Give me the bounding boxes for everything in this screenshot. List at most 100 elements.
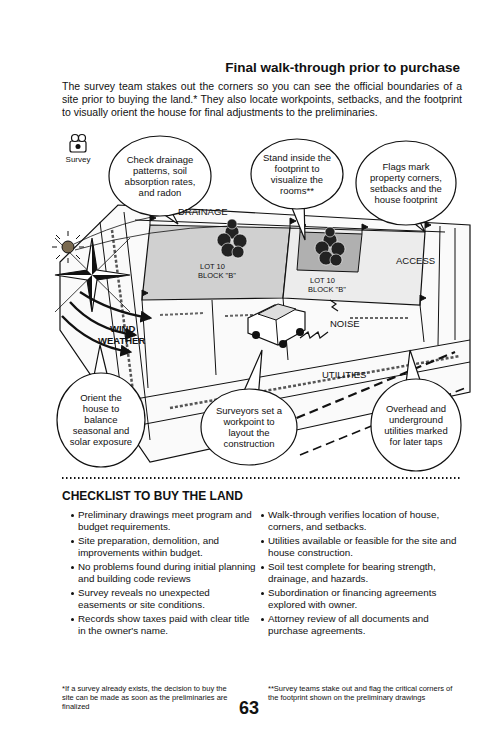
car-wheel [252,331,260,339]
bubble-ellipse [371,379,461,471]
bubble-ellipse [251,139,343,209]
compass [55,238,130,312]
tree-leaves [331,242,345,256]
callout-text: Overhead and underground utilities marke… [382,403,450,447]
camera-icon [70,135,86,153]
bubble-ellipse [356,141,456,225]
bullet-dot [71,592,74,595]
compass-point [92,275,130,280]
checklist-item: Utilities available or feasible for the … [268,535,460,559]
bubble-ellipse [57,373,145,467]
car-roof [258,304,296,320]
compass-point [55,270,92,275]
callout-bubble: Surveyors set a workpoint to layout the … [200,388,298,466]
bullet-dot [261,618,264,621]
plat-lettering [160,313,205,315]
noise-zigzag [300,332,328,338]
text-label: NOISE [330,318,370,329]
lot [142,225,290,300]
car-door [276,320,278,345]
wind-arrow [80,292,150,318]
camera-reel [72,135,79,142]
bullet-dot [71,514,74,517]
callout-text: Flags mark property corners, setbacks an… [368,161,443,205]
checklist-item: Attorney review of all documents and pur… [268,613,460,637]
sun-rays [52,231,84,263]
checklist-item: Walk-through verifies location of house,… [268,509,460,533]
checklist-item: Site preparation, demolition, and improv… [78,535,256,559]
text-label: DRAINAGE [178,206,238,217]
text-label: BLOCK "B" [198,271,248,280]
bubble-text-box: Overhead and underground utilities marke… [382,387,450,462]
lot-line [420,305,424,342]
flag [425,222,431,232]
wind-arrow [62,316,130,352]
bullet-dot [71,618,74,621]
checklist-item: Subordination or financing agreements ex… [268,587,460,611]
camera-body [70,141,86,152]
bubble-text-box: Surveyors set a workpoint to layout the … [213,396,286,458]
tree [315,227,345,266]
text-label: Survey [60,155,96,165]
sun [52,212,230,263]
text-label: 63 [229,697,269,719]
car [248,304,305,348]
bubble-text-box: Stand inside the footprint to visualize … [262,145,332,203]
bullet-dot [261,592,264,595]
flag [362,224,368,234]
checklist-item: Survey reveals no unexpected easements o… [78,587,256,611]
car-wheel [279,340,287,348]
callout-text: Check drainage patterns, soil absorption… [122,154,199,198]
bubble-tails [92,198,425,400]
compass-point [92,238,97,275]
text-label: UTILITIES [322,369,382,380]
text-label: **Survey teams stake out and flag the cr… [268,684,460,702]
bullet-dot [261,514,264,517]
checklist-item: No problems found during initial plannin… [78,561,256,585]
callout-text: Stand inside the footprint to visualize … [262,152,332,196]
text-label: LOT 10 [200,262,240,271]
compass-point [87,275,92,312]
page-title: Final walk-through prior to purchase [150,60,460,76]
text-label: WIND [110,323,150,334]
text-label: *If a survey already exists, the decisio… [62,684,230,711]
tree-leaves [233,234,247,248]
flag [290,218,296,228]
flag [420,295,426,305]
camera-lens [76,144,81,149]
compass-star [55,238,130,312]
text-label: ACCESS [396,255,446,266]
bubble-text-box: Check drainage patterns, soil absorption… [122,143,199,209]
text-label: The survey team stakes out the corners s… [62,80,462,119]
sun-path [75,226,230,250]
tree [217,219,247,258]
callout-bubble: Flags mark property corners, setbacks an… [355,140,457,226]
checklist-item: Records show taxes paid with clear title… [78,613,256,637]
bullet-dot [261,566,264,569]
sun-disc [62,241,74,253]
street-line [438,226,440,345]
camera-reel [79,135,86,142]
noise-zigzag [330,300,338,311]
bubble-text-box: Flags mark property corners, setbacks an… [368,149,443,218]
bullet-dot [71,566,74,569]
checklist-item: Soil test complete for bearing strength,… [268,561,460,585]
callout-text: Orient the house to balance seasonal and… [68,392,135,447]
tree-leaves [330,254,342,266]
callout-bubble: Check drainage patterns, soil absorption… [108,135,212,217]
lot-line [212,300,216,375]
bullet-dot [71,540,74,543]
street-line [455,228,456,340]
car-wheel [296,328,304,336]
bullet-dot [261,540,264,543]
dotted-separator [62,477,460,479]
bubble-ellipse [109,136,211,216]
tree-leaves [325,227,335,237]
house-footprint [297,232,362,272]
flag [142,290,148,300]
tree-leaves [232,246,244,258]
text-label: WEATHER [98,335,156,346]
compass-line [55,238,130,312]
